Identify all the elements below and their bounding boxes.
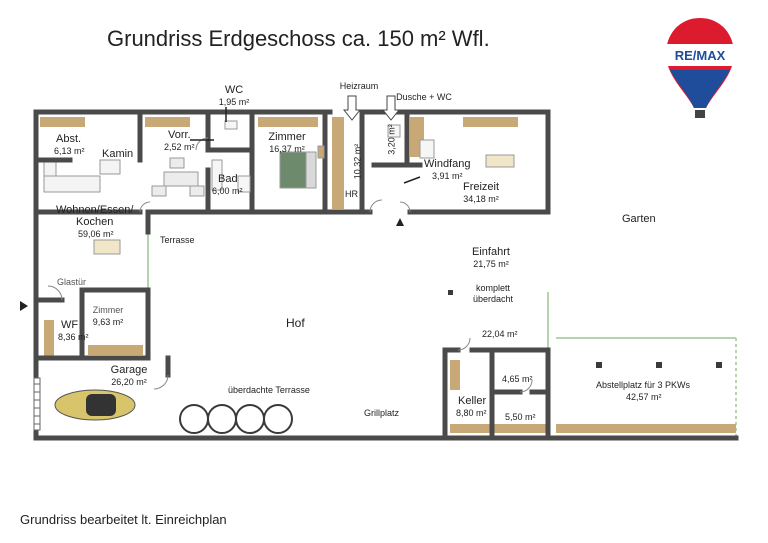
label-wf: WF (61, 319, 79, 331)
area-wc: 1,95 m² (218, 97, 250, 107)
label-wc: WC (224, 84, 244, 96)
area-vorr: 2,52 m² (164, 142, 195, 152)
label-vorr: Vorr. (168, 129, 191, 141)
page-title: Grundriss Erdgeschoss ca. 150 m² Wfl. (107, 26, 490, 51)
label-garten: Garten (622, 213, 656, 225)
area-abstellplatz: 42,57 m² (626, 392, 662, 402)
label-hof: Hof (286, 316, 305, 330)
kitchen-furniture (43, 159, 121, 193)
walls (33, 109, 739, 441)
label-windfang: Windfang (424, 158, 471, 170)
area-5-50: 5,50 m² (505, 412, 536, 422)
remax-balloon-logo: RE/MAX (666, 18, 734, 118)
garden-edges (147, 217, 737, 440)
car (54, 389, 136, 421)
area-dusche: 3,20 m² (386, 124, 397, 155)
area-wohnen: 59,06 m² (78, 229, 114, 239)
area-zimmer-2: 9,63 m² (92, 317, 124, 327)
logo-text: RE/MAX (675, 48, 726, 63)
label-dusche-wc: Dusche + WC (396, 92, 452, 102)
pointer-arrows (342, 95, 401, 121)
label-glastuer: Glastür (57, 277, 87, 287)
label-heizraum: Heizraum (339, 81, 379, 91)
area-einfahrt: 21,75 m² (473, 259, 509, 269)
area-windfang: 3,91 m² (432, 171, 463, 181)
label-keller: Keller (458, 395, 487, 407)
carport-posts (448, 290, 722, 368)
beds (279, 145, 325, 189)
room-arrows (190, 107, 421, 184)
entry-arrows (20, 218, 404, 311)
area-bad: 6,00 m² (212, 186, 243, 196)
bath-fixtures (211, 120, 435, 193)
area-hr: 10,32 m² (352, 143, 363, 180)
label-kochen: Kochen (76, 216, 114, 228)
label-ueberdachte-terrasse: überdachte Terrasse (228, 385, 310, 395)
label-freizeit: Freizeit (462, 181, 500, 193)
area-freizeit: 34,18 m² (463, 194, 499, 204)
label-hr: HR (345, 189, 358, 199)
label-einfahrt: Einfahrt (472, 246, 510, 258)
label-grillplatz: Grillplatz (364, 408, 400, 418)
label-abstellplatz: Abstellplatz für 3 PKWs (596, 380, 691, 390)
label-zimmer-2: Zimmer (92, 305, 124, 315)
label-bad: Bad (218, 173, 238, 185)
terrace-planters (179, 404, 293, 434)
garage-door (33, 377, 41, 431)
area-22-04: 22,04 m² (482, 329, 518, 339)
label-kamin: Kamin (102, 148, 134, 160)
label-komplett: komplett (475, 283, 510, 293)
label-abst: Abst. (56, 133, 82, 145)
label-garage: Garage (110, 364, 148, 376)
label-ueberdacht: überdacht (472, 294, 514, 304)
area-garage: 26,20 m² (111, 377, 147, 387)
area-4-65: 4,65 m² (502, 374, 533, 384)
area-wf: 8,36 m² (58, 332, 89, 342)
living-furniture (151, 157, 205, 197)
area-keller: 8,80 m² (456, 408, 487, 418)
area-zimmer-1: 16,37 m² (269, 144, 305, 154)
dining-tables (93, 154, 515, 255)
label-terrasse: Terrasse (160, 235, 195, 245)
label-zimmer-1: Zimmer (268, 131, 306, 143)
door-swings (47, 137, 533, 393)
label-wohnen: Wohnen/Essen/ (56, 204, 134, 216)
area-abst: 6,13 m² (54, 146, 85, 156)
footer-note: Grundriss bearbeitet lt. Einreichplan (20, 512, 227, 527)
